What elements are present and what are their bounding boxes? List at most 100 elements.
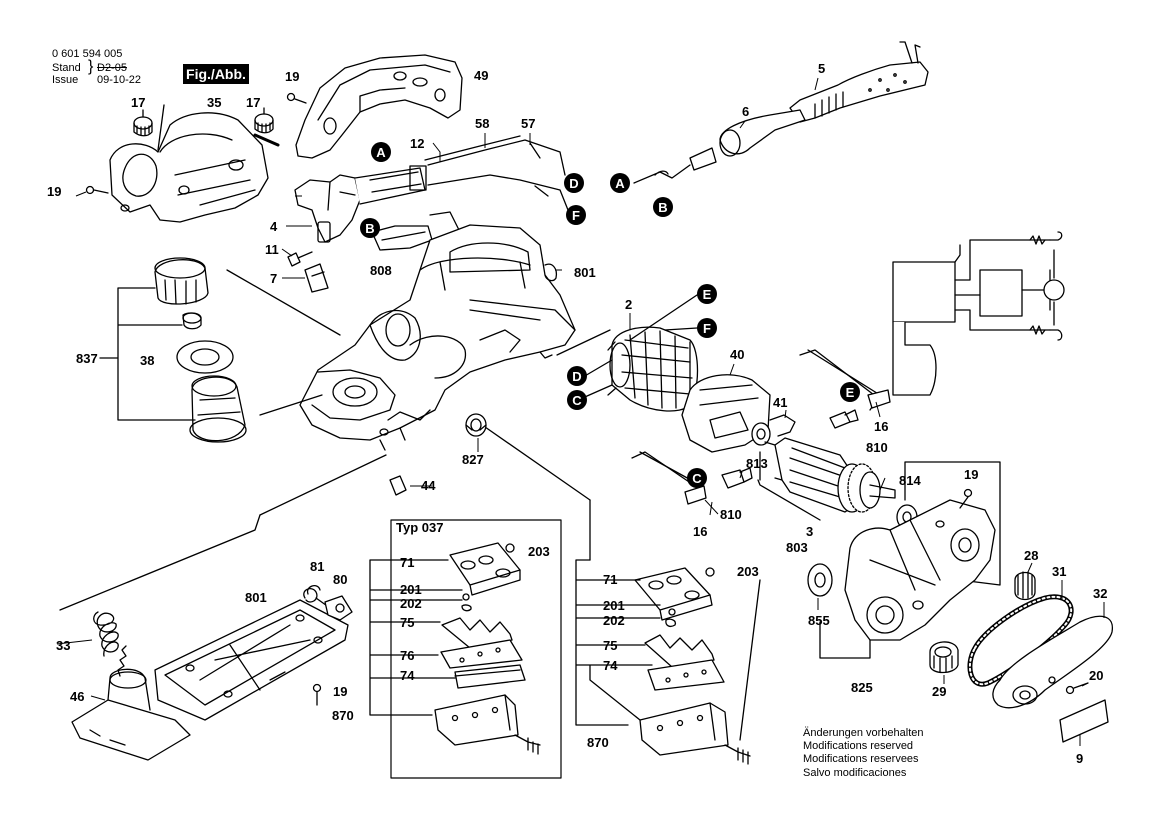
issue-value: 09-10-22: [97, 74, 142, 86]
blade-set-right: [634, 567, 751, 765]
bracket-type-box: [369, 559, 463, 716]
marker-c-stator: C: [567, 390, 587, 410]
marker-d-cable: D: [564, 173, 584, 193]
part-label: 41: [773, 395, 787, 410]
leader-body-left: [226, 269, 341, 336]
fan-cover-40: [681, 374, 771, 453]
part-label: 808: [370, 263, 392, 278]
label-9: [1059, 699, 1109, 743]
marker-b-left: B: [360, 218, 380, 238]
part-label: 17: [246, 95, 260, 110]
document-number: 0 601 594 005: [52, 48, 123, 60]
marker-e-brush: E: [840, 382, 860, 402]
svg-text:A: A: [376, 145, 386, 160]
gear-housing-825: [844, 499, 996, 641]
bearing-855: [807, 563, 833, 597]
knob-17-left: [133, 116, 153, 137]
part-label: 7: [270, 271, 277, 286]
bracket-814: [904, 461, 1001, 586]
planer-body: [299, 224, 576, 451]
part-label: 801: [245, 590, 267, 605]
part-label: 81: [310, 559, 324, 574]
notice-line-de: Änderungen vorbehalten: [803, 727, 924, 739]
power-cord-5: [789, 41, 929, 123]
part-label: 76: [400, 648, 414, 663]
marker-f-cable: F: [566, 205, 586, 225]
armature-3: [764, 437, 896, 513]
knob-17-right: [254, 113, 274, 134]
shoe-46: [71, 645, 191, 761]
marker-d-stator: D: [567, 366, 587, 386]
part-label: 810: [720, 507, 742, 522]
spring-33: [93, 611, 119, 657]
pulley-29: [929, 641, 959, 674]
part-label: 40: [730, 347, 744, 362]
connector-markers: A A B B C C C D D E E F F: [360, 142, 860, 488]
brace-glyph: }: [88, 58, 94, 75]
notice-line-es: Salvo modificaciones: [803, 766, 907, 779]
issue-label: Issue: [52, 74, 79, 86]
cover-35: [109, 112, 280, 223]
part-label: 19: [47, 184, 61, 199]
leader-body-stator: [556, 329, 611, 356]
leader-body-870: [474, 419, 591, 501]
part-label: 202: [400, 596, 422, 611]
part-label: 19: [285, 69, 299, 84]
bracket-837: [99, 287, 196, 421]
label-leaders: [56, 77, 1105, 746]
type-box-title: Typ 037: [396, 520, 443, 535]
part-label: 870: [332, 708, 354, 723]
part-label: 33: [56, 638, 70, 653]
part-label: 801: [574, 265, 596, 280]
marker-a-right: A: [610, 173, 630, 193]
svg-text:C: C: [572, 393, 582, 408]
part-80: [324, 595, 353, 621]
part-label: 74: [400, 668, 415, 683]
svg-text:D: D: [572, 369, 581, 384]
part-label: 12: [410, 136, 424, 151]
bracket-825: [819, 621, 871, 659]
part-label: 46: [70, 689, 84, 704]
part-label: 19: [333, 684, 347, 699]
part-label: 201: [603, 598, 625, 613]
marker-b-right: B: [653, 197, 673, 217]
part-label: 80: [333, 572, 347, 587]
svg-text:E: E: [703, 287, 712, 302]
part-label: 20: [1089, 668, 1103, 683]
part-label: 2: [625, 297, 632, 312]
part-label: 203: [528, 544, 550, 559]
clip-41: [769, 414, 796, 437]
part-label: 814: [899, 473, 921, 488]
base-plate-801: [154, 599, 349, 721]
part-label: 837: [76, 351, 98, 366]
part-label: 4: [270, 219, 278, 234]
part-label: 17: [131, 95, 145, 110]
marker-c-brush: C: [687, 468, 707, 488]
modification-notice: Änderungen vorbehalten Modifications res…: [803, 727, 923, 780]
screw-19-base: [312, 683, 322, 706]
part-label: 71: [603, 572, 617, 587]
notice-line-en: Modifications reserved: [803, 740, 914, 753]
belt-cover-32: [992, 615, 1113, 709]
screw-19-left: [85, 185, 109, 195]
screw-11: [287, 251, 313, 267]
svg-text:E: E: [846, 385, 855, 400]
part-label: 203: [737, 564, 759, 579]
svg-text:B: B: [365, 221, 374, 236]
leader-body-base: [259, 454, 387, 516]
depth-knob-837: [154, 257, 247, 443]
brush-holder-bottom: [631, 451, 753, 505]
cord-sleeve-6: [689, 109, 806, 171]
part-label: 5: [818, 61, 825, 76]
svg-text:C: C: [692, 471, 702, 486]
part-label: 202: [603, 613, 625, 628]
bearing-827: [465, 413, 487, 437]
bracket-right-set: [575, 559, 661, 726]
part-label: 74: [603, 658, 618, 673]
svg-text:D: D: [569, 176, 578, 191]
part-label: 827: [462, 452, 484, 467]
stator-2: [607, 326, 699, 412]
svg-text:F: F: [703, 321, 711, 336]
